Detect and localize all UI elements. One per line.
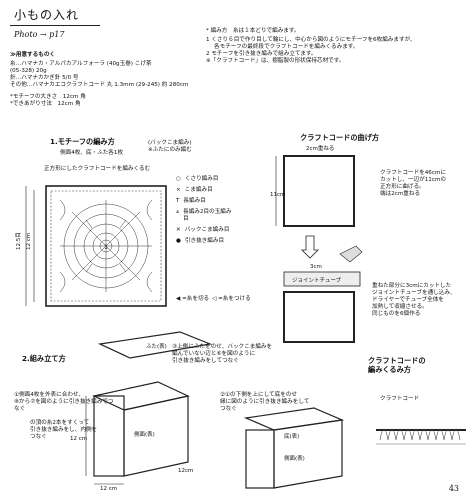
- title-box: [10, 8, 100, 26]
- svg-text:1: 1: [104, 244, 108, 251]
- assembly-step2: ②①の下側を上にして底をのせ 縁に図のように引き抜き編みをして つなぐ: [220, 392, 310, 412]
- notes-line: * 編み方 糸は１本どりで編みます。: [206, 28, 300, 34]
- tube-instructions: 重ねた部分に3cmにカットした ジョイントチューブを通し込み、 ドライヤーでチュ…: [372, 283, 456, 317]
- motif-inner-square: [50, 190, 162, 302]
- cut-label: ◀ =糸を切る: [176, 296, 210, 302]
- single-crochet-icon: ×: [176, 186, 181, 193]
- cord-diagram: 2cm重ねる 11cm: [270, 144, 355, 227]
- hairdryer-icon: [339, 245, 363, 263]
- page-number: 43: [448, 484, 459, 493]
- legend-item: ○くさり編み目: [176, 176, 219, 182]
- materials-line: その他…ハマナカエコクラフトコード 丸 1.3mm (29-245) 約 280…: [10, 81, 189, 88]
- cord-side-label: 11cm: [270, 192, 285, 198]
- edge-note: 正方形にしたクラフトコードを編みくるむ: [44, 166, 151, 172]
- materials-block: ≫用意するものく 糸…ハマナカ・アルパカアルフォーラ (40g玉巻) こげ茶 (…: [10, 52, 220, 108]
- cord-square-finished: [283, 291, 355, 343]
- double-crochet-icon: T: [176, 197, 180, 204]
- cord-square: [283, 155, 355, 227]
- side-label: 側面(表): [134, 430, 155, 438]
- cord-overlap: 2cm重ねる: [306, 144, 334, 152]
- legend-item: ⩓長編み2目の玉編み目: [176, 208, 232, 222]
- legend-item: ×こま編み目: [176, 186, 213, 193]
- joint-tube: [283, 271, 361, 287]
- lid-label: ふた(表): [146, 342, 167, 350]
- assembly-step3: ③上側にふたをのせ、バックこま編みを 編んでいない辺と⑥を図のように 引き抜き編…: [172, 344, 273, 364]
- legend-item: ✕バックこま編み目: [176, 226, 230, 233]
- motif-size: *モチーフの大きさ 12cm 角: [10, 93, 86, 100]
- wrap-diagram: [376, 428, 466, 445]
- assembly-step1: ①側面4枚を外表に合わせ、 ⑧から⑦を図のように引き抜き編みでつなぐ: [14, 392, 114, 412]
- box2-left: [245, 429, 275, 489]
- dim-depth: 12cm: [178, 468, 193, 474]
- wrap-cord-label: クラフトコード: [380, 396, 420, 402]
- assembly-diagram: ふた(表) 側面(表) 12 cm 12 cm 12cm 底(表) 側面(表): [70, 331, 345, 492]
- motif-outer-square: [45, 185, 167, 307]
- bottom-label: 底(表): [284, 432, 299, 440]
- legend-item: ●引き抜き編み目: [176, 237, 225, 244]
- assembly-heading: 2.組み立て方: [22, 354, 66, 363]
- motif-dim-horizontal: 12 cm: [26, 233, 32, 250]
- slip-stitch-icon: ●: [176, 237, 181, 244]
- materials-line: 針…ハマナカかぎ針 5/0 号: [10, 74, 79, 81]
- dim-width: 12 cm: [100, 486, 117, 492]
- chain-icon: ○: [176, 176, 181, 182]
- bobble-icon: ⩓: [176, 208, 180, 215]
- motif-dim-vertical: 12.5目: [15, 232, 22, 250]
- tube-label: ジョイントチューブ: [292, 276, 342, 284]
- motif-chart: 1 12.5目 12 cm: [15, 185, 167, 307]
- notes-line: 2 モチーフを引き抜き編みで組み立てます。: [206, 50, 317, 57]
- back-crochet-icon: ✕: [176, 226, 181, 233]
- wrap-stitches: [379, 428, 461, 441]
- box-front: [123, 395, 189, 477]
- cord-heading: クラフトコードの曲げ方: [300, 133, 380, 142]
- materials-heading: ≫用意するものく: [10, 52, 56, 58]
- side-label-2: 側面(表): [284, 454, 305, 462]
- back-stitch-note: (バックこま編み) ※ふたにのみ編む: [148, 140, 192, 153]
- assembly-step1-note: の頂の糸2本をすくって 引き抜き編みをし、内側を つなぐ: [30, 420, 98, 440]
- photo-reference: Photo → p17: [14, 30, 65, 39]
- notes-line: 1 くさり６目で作り目して輪にし、中心から図のようにモチーフを6枚編みますが、: [206, 36, 416, 43]
- dim-height: 12 cm: [70, 436, 87, 442]
- tube-length: 3cm: [310, 264, 322, 270]
- motif-stitches: [59, 199, 153, 293]
- materials-line: (05-328) 20g: [10, 67, 47, 74]
- notes-line: ※「クラフトコード」は、樹脂製の形状保持芯材です。: [206, 57, 345, 64]
- attach-label: ◁ =糸をつける: [212, 296, 251, 302]
- notes-line: 各モチーフの最終段でクラフトコードを編みくるみます。: [214, 43, 359, 50]
- finished-size: *できあがり寸法 12cm 角: [10, 100, 81, 107]
- motif-subheading: 側面4枚、底・ふた各1枚: [60, 150, 124, 156]
- notes-block: * 編み方 糸は１本どりで編みます。 1 くさり６目で作り目して輪にし、中心から…: [206, 28, 464, 65]
- lid: [97, 331, 213, 359]
- down-arrow-icon: [301, 235, 319, 259]
- box2-front: [273, 419, 343, 489]
- page-title: 小もの入れ: [14, 8, 80, 22]
- tube-diagram: 3cm ジョイントチューブ: [283, 235, 363, 343]
- materials-line: 糸…ハマナカ・アルパカアルフォーラ (40g玉巻) こげ茶: [10, 60, 152, 67]
- motif-heading: 1.モチーフの編み方: [50, 137, 115, 146]
- wrap-heading: クラフトコードの 編みくるみ方: [368, 356, 426, 374]
- cord-instructions: クラフトコードを46cmに カットし、一辺が11cmの 正方形に曲げる。 端は2…: [380, 170, 446, 197]
